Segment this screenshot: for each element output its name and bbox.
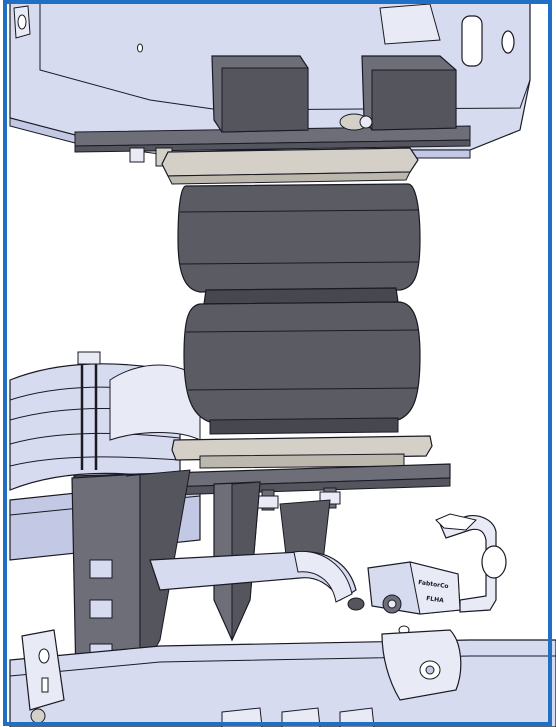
frame-left-hole <box>17 14 27 30</box>
lower-nut-left <box>257 495 279 509</box>
upper-fitting-end <box>359 115 373 129</box>
sensor-code-label: FLHA <box>426 595 445 604</box>
bottom-rail-edge <box>9 655 556 677</box>
bracket-slot-2 <box>89 599 113 619</box>
air-bag-upper-ridge-1 <box>179 209 419 213</box>
lower-bead-plate <box>171 435 433 469</box>
air-bag-girdle <box>203 287 399 305</box>
frame-right-ledge <box>379 3 441 45</box>
axle-strap <box>149 550 357 603</box>
upper-plate-edge <box>74 139 471 153</box>
bottom-left-bolt <box>30 708 46 724</box>
upper-nut <box>129 147 145 163</box>
air-bag-lower-lobe <box>183 301 421 423</box>
upper-mount-bracket-icon <box>211 55 457 133</box>
bracket-slot-1 <box>89 559 113 579</box>
height-sensor-icon: FabtorCo FLHA <box>347 513 507 635</box>
air-bag-upper-ridge-2 <box>179 261 419 265</box>
upper-hardware <box>129 113 373 167</box>
frame-rail-web <box>39 2 531 111</box>
sensor-hook <box>435 513 477 531</box>
upper-bead-plate <box>161 147 419 185</box>
upper-mount-plate <box>74 125 471 153</box>
upper-bracket-right-face <box>371 69 457 131</box>
bottom-left-clip <box>21 629 65 711</box>
leaf-line-4 <box>9 456 181 467</box>
diagram-border <box>3 0 552 726</box>
sensor-pivot-center <box>387 599 397 609</box>
sensor-cable-fitting <box>347 597 365 611</box>
upper-bead-plate-lip <box>167 171 411 185</box>
air-spring-icon <box>177 183 421 435</box>
sensor-brand-label: FabtorCo <box>418 579 449 590</box>
bottom-left-clip-slot <box>41 677 49 693</box>
sensor-body-face <box>409 561 461 615</box>
u-bolt-cap <box>77 351 101 365</box>
bottom-left-clip-hole <box>38 648 50 664</box>
upper-bracket-left-face <box>221 67 309 133</box>
air-bag-base-band <box>209 417 399 435</box>
air-bag-upper-lobe <box>177 183 421 293</box>
axle-strap-clamp <box>293 550 353 603</box>
leaf-line-3 <box>9 432 181 445</box>
frame-hole <box>137 43 143 53</box>
upper-bead-plate-top <box>161 147 419 177</box>
frame-right-hole <box>501 30 515 54</box>
frame-rail-bottom <box>9 629 556 727</box>
bottom-bracket-hole-inner <box>425 665 435 675</box>
frame-slot <box>461 15 483 67</box>
air-bag-lower-ridge-1 <box>185 329 419 333</box>
air-bag-lower-ridge-2 <box>187 387 419 391</box>
sensor-arm-hole <box>481 545 507 579</box>
u-bolt <box>80 362 98 470</box>
